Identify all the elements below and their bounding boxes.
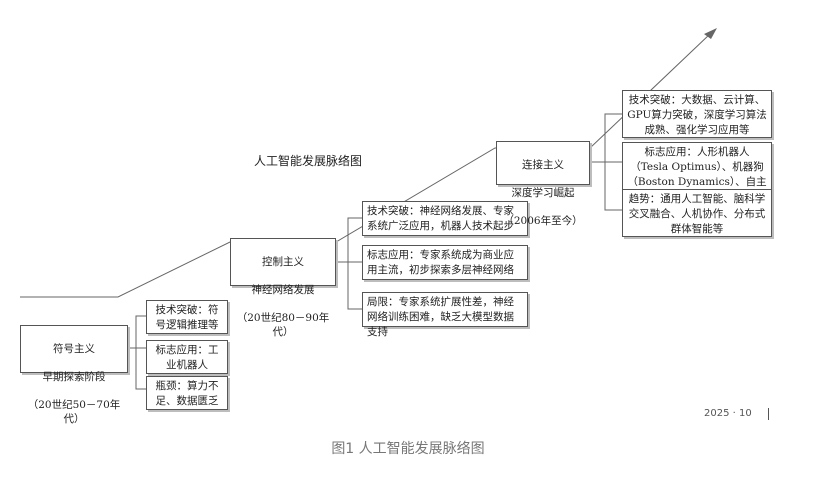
- bracket-stage-3: [590, 113, 622, 163]
- stage-phase: 深度学习崛起: [511, 187, 575, 199]
- stage-period: （20世纪50－70年代）: [27, 399, 121, 425]
- stage-name: 符号主义: [53, 343, 95, 355]
- detail-box-landmark-application: 标志应用：专家系统成为商业应用主流，初步探索多层神经网络: [362, 245, 528, 280]
- issue-label: 2025 · 10: [704, 408, 752, 419]
- bracket-stage-1-bottom: [135, 348, 146, 390]
- stage-period: （2006年至今）: [503, 215, 583, 227]
- detail-box-landmark-application: 标志应用：工业机器人: [146, 340, 228, 374]
- detail-box-tech-breakthrough: 技术突破：神经网络发展、专家系统广泛应用，机器人技术起步: [362, 201, 528, 236]
- detail-box-limitation: 局限：专家系统扩展性差，神经网络训练困难，缺乏大模型数据支持: [362, 292, 528, 338]
- stage-name: 控制主义: [262, 256, 304, 268]
- detail-box-trend: 趋势：通用人工智能、脑科学交叉融合、人机协作、分布式群体智能等: [622, 189, 772, 237]
- issue-divider: [768, 408, 769, 420]
- stage-phase: 神经网络发展: [251, 284, 315, 296]
- bracket-stage-2: [336, 217, 362, 263]
- timeline-line: [20, 33, 711, 298]
- stage-phase: 早期探索阶段: [42, 371, 106, 383]
- stage-box-control: 控制主义 神经网络发展 （20世纪80－90年代）: [230, 238, 336, 338]
- diagram-title: 人工智能发展脉络图: [254, 154, 363, 168]
- bracket-stage-3-bottom: [604, 162, 622, 211]
- stage-box-connectionism: 连接主义 深度学习崛起 （2006年至今）: [496, 141, 590, 227]
- stage-box-symbolism: 符号主义 早期探索阶段 （20世纪50－70年代）: [20, 325, 128, 425]
- figure-caption: 图1 人工智能发展脉络图: [331, 441, 485, 457]
- detail-box-landmark-application: 标志应用：人形机器人（Tesla Optimus）、机器狗（Boston Dyn…: [622, 142, 772, 203]
- stage-name: 连接主义: [522, 159, 564, 171]
- timeline-arrowhead: [704, 28, 717, 39]
- bracket-stage-2-bottom: [347, 262, 362, 310]
- bracket-stage-1: [128, 315, 146, 349]
- detail-box-bottleneck: 瓶颈：算力不足、数据匮乏: [146, 376, 228, 410]
- stage-period: （20世纪80－90年代）: [236, 312, 330, 338]
- detail-box-tech-breakthrough: 技术突破：符号逻辑推理等: [146, 300, 228, 334]
- detail-box-tech-breakthrough: 技术突破：大数据、云计算、GPU算力突破，深度学习算法成熟、强化学习应用等: [622, 90, 772, 138]
